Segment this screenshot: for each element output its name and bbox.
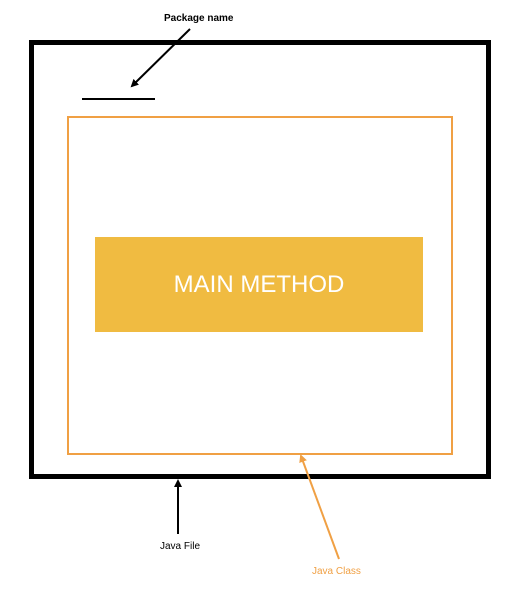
- package-name-label: Package name: [164, 13, 234, 24]
- java-class-label: Java Class: [312, 566, 361, 577]
- package-name-arrow: [130, 28, 191, 88]
- java-class-outline: [67, 116, 453, 455]
- package-name-line: [82, 98, 155, 100]
- java-class-arrow: [299, 454, 340, 560]
- java-file-outline: [29, 40, 491, 479]
- main-method-label: MAIN METHOD: [173, 270, 345, 298]
- main-method-box: MAIN METHOD: [95, 237, 423, 332]
- java-file-label: Java File: [160, 541, 201, 552]
